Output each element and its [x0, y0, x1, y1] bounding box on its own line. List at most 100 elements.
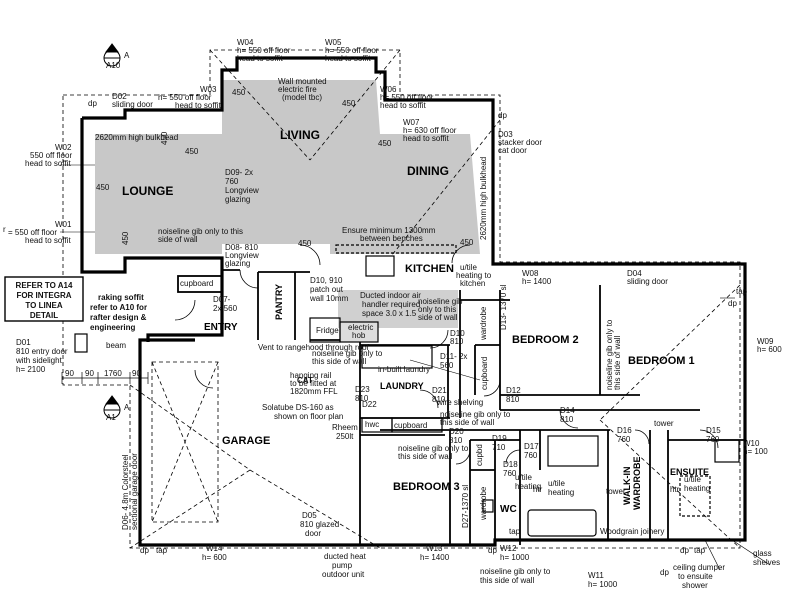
note-vent: Vent to rangehood through roof	[258, 343, 370, 352]
room-garage: GARAGE	[222, 435, 270, 447]
note-wire-shelving: wire shelving	[436, 398, 483, 407]
note-cupboard-hall: cupboard	[394, 421, 427, 430]
dim-90-b: 90	[85, 369, 94, 378]
note-wardrobe-b2: wardrobe	[479, 306, 488, 341]
room-dining: DINING	[407, 164, 449, 178]
room-pantry: PANTRY	[274, 284, 284, 320]
dp-3: dp	[728, 299, 737, 308]
dp-2: dp	[498, 111, 507, 120]
tap-4: tap	[694, 546, 706, 555]
note-htr-ensuite: htr	[670, 485, 680, 494]
room-walkin-1: WALK-IN	[622, 467, 632, 506]
note-cupboard-entry: cupboard	[180, 279, 213, 288]
dim-450-d: 450	[121, 231, 130, 245]
room-kitchen: KITCHEN	[405, 263, 454, 275]
tap-1: tap	[156, 546, 168, 555]
note-wardrobe-b3: wardrobe	[479, 486, 488, 521]
roof-outline	[62, 49, 741, 549]
note-hwc: hwc	[365, 420, 379, 429]
dp-6: dp	[660, 568, 669, 577]
tap-3: tap	[736, 287, 748, 296]
door-d13: D13- 1370 sl	[499, 284, 508, 330]
room-walkin-2: WARDROBE	[632, 457, 642, 511]
dim-90-c: 90	[132, 369, 141, 378]
note-in-built-laundry: in-built laundry	[378, 365, 430, 374]
note-bulkhead-dining: 2620mm high bulkhead	[479, 157, 488, 240]
dp-5: dp	[488, 546, 497, 555]
ref-a1: A1	[106, 413, 116, 422]
ref-a10: A10	[106, 61, 121, 70]
room-entry: ENTRY	[204, 322, 238, 333]
dim-450-g: 450	[342, 99, 356, 108]
refer-note-box	[4, 276, 84, 322]
note-htr-bath: htr	[533, 485, 543, 494]
note-cupboard-b3: cupbd	[475, 444, 484, 466]
note-woodgrain: Woodgrain joinery	[600, 527, 664, 536]
dim-450-i: 450	[232, 88, 246, 97]
garage-door-cross	[151, 361, 219, 523]
door-d27: D27-1370 sl	[461, 485, 470, 528]
door-swings	[174, 244, 719, 465]
dim-450-h: 450	[378, 139, 392, 148]
dim-90-a: 90	[65, 369, 74, 378]
note-bulkhead-lounge: 2620mm high bulkhead	[95, 133, 178, 142]
door-d06: D06- 4.8m Colorsteelsectional garage doo…	[121, 453, 139, 530]
dim-450-e: 450	[298, 239, 312, 248]
interior-walls	[177, 269, 745, 545]
note-noiseline-b1: noiseline gib only tothis side of wall	[605, 319, 622, 390]
room-labels: LOUNGE LIVING DINING KITCHEN BEDROOM 2 B…	[122, 128, 709, 515]
dp-4: dp	[140, 546, 149, 555]
dim-1760: 1760	[104, 369, 122, 378]
room-bedroom2: BEDROOM 2	[512, 334, 579, 346]
tap-2: tap	[509, 527, 521, 536]
dim-450-a: 450	[185, 147, 199, 156]
room-laundry: LAUNDRY	[380, 381, 424, 391]
dim-450-c: 450	[160, 131, 169, 145]
note-beam: beam	[106, 341, 126, 350]
door-d22: D22	[362, 400, 377, 409]
door-d07: D07-2x 560	[213, 295, 238, 313]
tag-a-bottom: A	[124, 403, 130, 412]
